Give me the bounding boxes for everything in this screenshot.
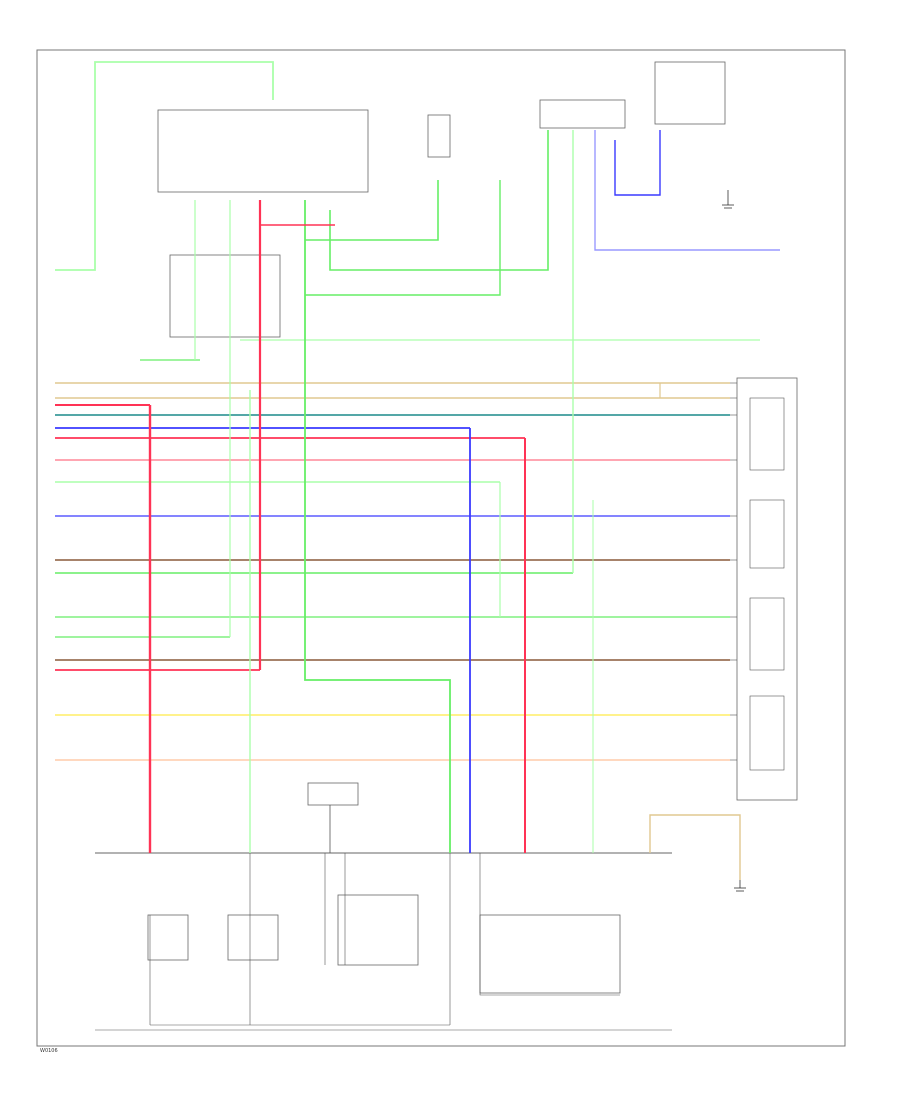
wire-bottom-switch-line [479, 853, 620, 996]
ground-symbol-top [722, 190, 734, 209]
right-switch-3 [749, 597, 785, 671]
wire-tan-bottom-right [649, 814, 741, 880]
wire-green-to-sensor [305, 180, 439, 241]
wire-blue-top-right [614, 130, 661, 196]
right-switch-4 [749, 695, 785, 771]
top-sensor-box [427, 114, 451, 158]
bottom-sensor-1 [147, 914, 189, 961]
bottom-switch-group [479, 914, 621, 994]
right-switch-panel [736, 377, 798, 801]
wire-green-loop-top [55, 61, 274, 271]
top-connector-group [539, 99, 626, 129]
right-switch-2 [749, 499, 785, 569]
control-unit-box [157, 109, 369, 193]
bottom-module [337, 894, 419, 966]
wire-purple-top-right [594, 130, 780, 251]
bottom-sensor-2 [227, 914, 279, 961]
right-panel-terminals [730, 382, 737, 761]
right-switch-1 [749, 397, 785, 471]
wire-green-to-switch [305, 180, 501, 296]
left-relay-box [169, 254, 281, 338]
diagram-border [36, 49, 846, 1047]
ground-symbol-bottom [734, 880, 746, 892]
bottom-connector [307, 782, 359, 806]
wire-green-to-connector [329, 130, 549, 271]
footer-code: W0106 [40, 1048, 58, 1054]
wire-green-vertical-mid [304, 200, 451, 853]
top-right-switch-box [654, 61, 726, 125]
